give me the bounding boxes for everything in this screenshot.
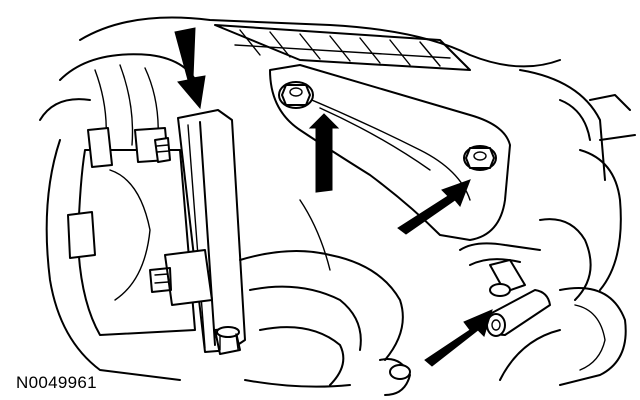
arrow-upper-left-bolt (174, 27, 206, 110)
right-housing (499, 69, 636, 386)
throttle-body (45, 127, 213, 381)
figure-reference-number: N0049961 (16, 373, 97, 392)
flange-bolt-top (278, 81, 314, 109)
stud-small (154, 137, 171, 163)
arrow-lower-bolt (424, 309, 493, 367)
flange-bolt-right (463, 145, 497, 171)
arrow-top-bolt (308, 113, 340, 193)
hoses-lower (239, 199, 411, 396)
arrow-right-bolt (397, 179, 471, 235)
lower-plate-bolt (214, 326, 241, 355)
throttle-body-gasket (177, 109, 246, 353)
